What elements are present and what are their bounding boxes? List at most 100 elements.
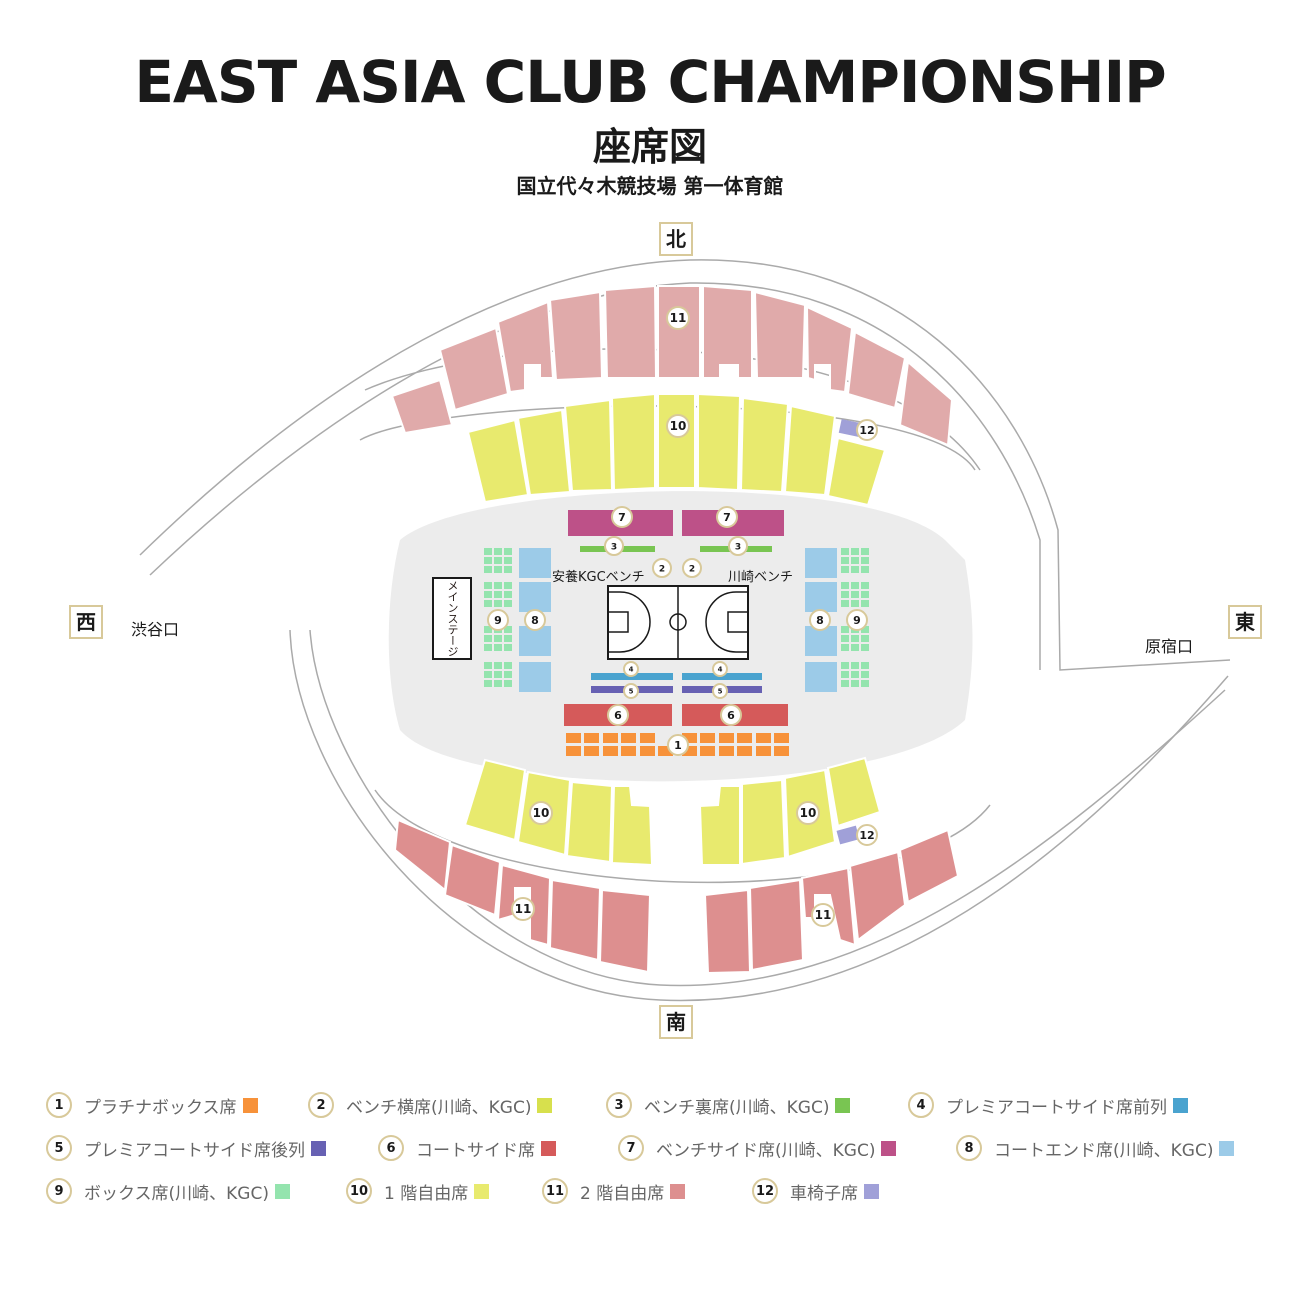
svg-text:12: 12 xyxy=(859,829,874,842)
platinum-seat xyxy=(700,746,715,756)
box-seat xyxy=(851,662,859,669)
seat-badge-n11: 11 xyxy=(666,306,690,330)
svg-text:8: 8 xyxy=(816,614,824,627)
box-seat xyxy=(861,591,869,598)
box-seat xyxy=(851,644,859,651)
gate-east-label: 原宿口 xyxy=(1145,637,1194,656)
svg-text:1: 1 xyxy=(674,739,682,752)
compass-east: 東 xyxy=(1228,605,1262,639)
seat-badge-s10b: 10 xyxy=(796,801,820,825)
seat-badge-w8: 8 xyxy=(524,609,546,631)
box-seat xyxy=(861,680,869,687)
box-seat xyxy=(494,557,502,564)
seat-badge-c3b: 3 xyxy=(728,536,748,556)
box-seat xyxy=(861,548,869,555)
legend-color-swatch xyxy=(541,1140,556,1156)
svg-text:9: 9 xyxy=(853,614,861,627)
seat-badge-w9: 9 xyxy=(487,609,509,631)
legend-label: プラチナボックス席 xyxy=(84,1097,237,1118)
box-seat xyxy=(494,662,502,669)
svg-text:12: 12 xyxy=(859,424,874,437)
box-seat xyxy=(861,644,869,651)
svg-text:10: 10 xyxy=(800,806,817,820)
box-seat xyxy=(851,600,859,607)
platinum-seat xyxy=(719,746,734,756)
basketball-court xyxy=(607,585,749,660)
seat-badge-s12: 12 xyxy=(856,824,878,846)
platinum-seat xyxy=(737,746,752,756)
seat-badge-s10a: 10 xyxy=(529,801,553,825)
legend-number-badge: 1 xyxy=(46,1092,72,1118)
legend-color-swatch xyxy=(1219,1140,1235,1156)
platinum-seat xyxy=(566,746,581,756)
legend-number-badge: 8 xyxy=(956,1135,982,1161)
platinum-seat xyxy=(682,746,697,756)
legend-number-badge: 7 xyxy=(618,1135,644,1161)
legend-label: ボックス席(川崎、KGC) xyxy=(84,1183,269,1204)
platinum-seat xyxy=(756,733,771,743)
box-seat xyxy=(504,582,512,589)
legend-label: 1 階自由席 xyxy=(384,1183,469,1204)
platinum-seat xyxy=(682,733,697,743)
box-seat xyxy=(504,548,512,555)
box-seat xyxy=(851,591,859,598)
page-title: EAST ASIA CLUB CHAMPIONSHIP xyxy=(134,48,1166,116)
svg-text:5: 5 xyxy=(629,688,634,696)
legend-item-8: 8 コートエンド席(川崎、KGC) xyxy=(956,1133,1235,1163)
box-seat xyxy=(861,635,869,642)
box-seat xyxy=(484,557,492,564)
legend-number-badge: 3 xyxy=(606,1092,632,1118)
box-seat xyxy=(861,600,869,607)
legend-label: ベンチサイド席(川崎、KGC) xyxy=(656,1140,876,1161)
legend-label: プレミアコートサイド席前列 xyxy=(946,1097,1167,1118)
platinum-seat xyxy=(584,746,599,756)
svg-text:4: 4 xyxy=(629,666,634,674)
box-seat xyxy=(504,644,512,651)
box-seat xyxy=(861,662,869,669)
box-seat xyxy=(484,680,492,687)
legend-color-swatch xyxy=(537,1097,553,1113)
box-seat xyxy=(484,644,492,651)
box-seat xyxy=(851,548,859,555)
south-upper-tier-seats xyxy=(393,818,960,975)
box-seat xyxy=(504,662,512,669)
box-seat xyxy=(851,671,859,678)
platinum-seat xyxy=(640,746,655,756)
platinum-seat xyxy=(658,746,673,756)
box-seat xyxy=(841,591,849,598)
legend-label: コートエンド席(川崎、KGC) xyxy=(994,1140,1214,1161)
seat-badge-c2b: 2 xyxy=(682,558,702,578)
legend-label: 2 階自由席 xyxy=(580,1183,665,1204)
platinum-seat xyxy=(640,733,655,743)
svg-text:2: 2 xyxy=(689,564,695,574)
box-seat xyxy=(494,582,502,589)
box-seat xyxy=(484,671,492,678)
box-seat xyxy=(484,591,492,598)
legend-color-swatch xyxy=(670,1183,686,1199)
legend-number-badge: 2 xyxy=(308,1092,334,1118)
box-seat xyxy=(494,680,502,687)
legend-color-swatch xyxy=(835,1097,851,1113)
box-seat xyxy=(861,582,869,589)
svg-text:5: 5 xyxy=(718,688,723,696)
legend-label: コートサイド席 xyxy=(416,1140,535,1161)
seat-badge-e8: 8 xyxy=(809,609,831,631)
page-subtitle: 座席図 xyxy=(592,125,707,169)
box-seat xyxy=(841,662,849,669)
legend-number-badge: 12 xyxy=(752,1178,778,1204)
box-seat xyxy=(504,566,512,573)
seat-badge-c5a: 5 xyxy=(623,683,639,699)
box-seat xyxy=(494,548,502,555)
box-seat xyxy=(841,626,849,633)
seat-badge-c7a: 7 xyxy=(611,506,633,528)
seat-badge-c7b: 7 xyxy=(716,506,738,528)
legend-item-1: 1 プラチナボックス席 xyxy=(46,1090,258,1120)
svg-text:8: 8 xyxy=(531,614,539,627)
legend-color-swatch xyxy=(274,1183,290,1199)
